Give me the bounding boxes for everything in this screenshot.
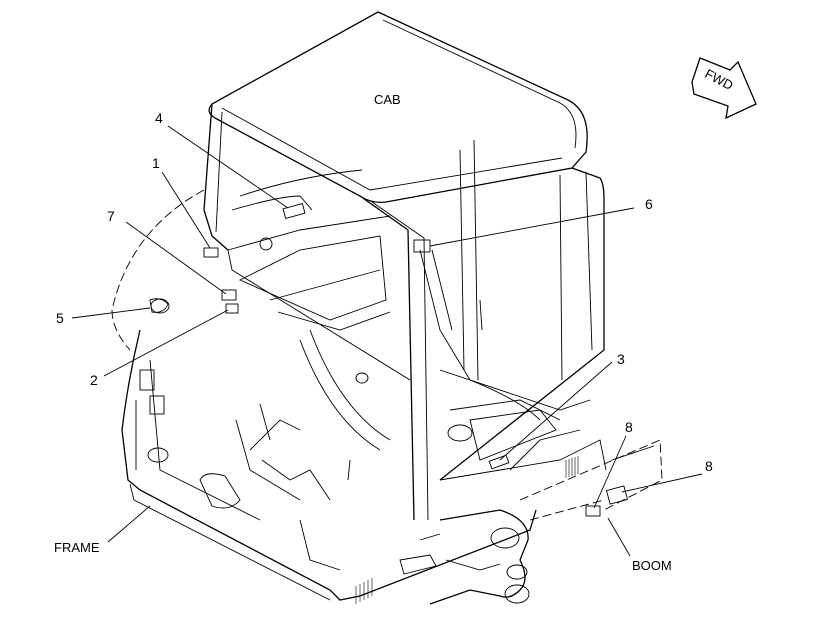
bottom-grille: [355, 578, 373, 604]
decal-6: [413, 239, 431, 253]
callout-4: 4: [155, 110, 163, 126]
leader-5: [71, 307, 151, 319]
machine-frame: [121, 329, 607, 601]
leader-7: [125, 221, 227, 295]
rear-grille: [565, 456, 579, 478]
boom-label: BOOM: [632, 558, 672, 573]
callout-2: 2: [90, 372, 98, 388]
leader-1: [161, 171, 211, 249]
cab-label: CAB: [374, 92, 401, 107]
decal-8b: [605, 485, 629, 505]
leader-6: [429, 207, 635, 247]
decal-2: [225, 303, 239, 314]
leader-frame: [107, 505, 151, 543]
cab-frame-posts: [203, 103, 605, 521]
decal-8a: [585, 505, 601, 517]
cab-interior: [227, 169, 591, 481]
boom-outline: [519, 439, 663, 521]
leader-4: [167, 125, 289, 209]
callout-3: 3: [617, 351, 625, 367]
leader-3: [499, 361, 613, 461]
decal-4: [282, 203, 306, 219]
forward-arrow: FWD: [691, 57, 757, 120]
decal-1: [203, 247, 219, 258]
callout-8-right: 8: [705, 458, 713, 474]
leader-8a: [593, 435, 627, 509]
decal-3: [488, 454, 510, 470]
leader-8b: [621, 473, 703, 493]
cab-roof: [208, 11, 588, 204]
door-swing-arc: [111, 189, 205, 351]
boom-mount: [399, 509, 530, 605]
callout-8-upper: 8: [625, 419, 633, 435]
frame-label: FRAME: [54, 540, 100, 555]
leader-2: [103, 309, 229, 377]
decals: [150, 203, 629, 517]
callout-5: 5: [56, 310, 64, 326]
callout-7: 7: [107, 208, 115, 224]
callout-6: 6: [645, 196, 653, 212]
decal-7: [221, 289, 237, 301]
leader-boom: [607, 517, 631, 557]
decal-5: [150, 298, 170, 314]
leader-lines: [71, 125, 703, 557]
callout-1: 1: [152, 155, 160, 171]
